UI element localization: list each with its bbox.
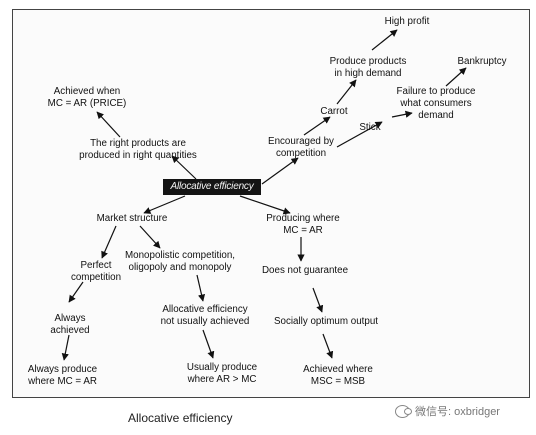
- node-achieved-when: Achieved when MC = AR (PRICE): [47, 86, 127, 109]
- node-always-produce: Always produce where MC = AR: [27, 364, 98, 387]
- arrow-center-to-market: [143, 195, 186, 214]
- node-achieved-where-msc: Achieved where MSC = MSB: [303, 364, 373, 387]
- node-producing-where: Producing where MC = AR: [266, 213, 340, 236]
- node-stick: Stick: [359, 122, 381, 133]
- arrow-encouraged-to-stick: [336, 121, 383, 148]
- arrow-not-usually-to-usually: [202, 329, 215, 359]
- arrow-encouraged-to-carrot: [303, 116, 331, 136]
- arrow-monopolistic-to-not-usually: [196, 274, 206, 302]
- node-always-achieved: Always achieved: [50, 313, 90, 336]
- wechat-icon: [395, 404, 412, 418]
- node-right-products: The right products are produced in right…: [79, 138, 197, 161]
- node-monopolistic: Monopolistic competition, oligopoly and …: [125, 250, 235, 273]
- center-node: Allocative efficiency: [163, 179, 261, 195]
- node-carrot: Carrot: [320, 106, 348, 117]
- node-encouraged: Encouraged by competition: [268, 136, 334, 159]
- arrow-perfect-to-always: [68, 281, 84, 303]
- node-perfect-competition: Perfect competition: [70, 260, 122, 283]
- node-failure-to-produce: Failure to produce what consumers demand: [396, 86, 476, 121]
- arrow-right-products-to-achieved: [96, 111, 121, 138]
- node-socially-optimum: Socially optimum output: [273, 316, 378, 327]
- node-not-usually-achieved: Allocative efficiency not usually achiev…: [160, 304, 250, 327]
- arrow-market-to-monopolistic: [139, 225, 161, 249]
- figure-caption: Allocative efficiency: [128, 411, 233, 425]
- arrow-socially-to-msc: [322, 333, 334, 359]
- arrow-guarantee-to-socially: [312, 287, 324, 313]
- node-bankruptcy: Bankruptcy: [457, 56, 507, 67]
- diagram-frame: [12, 9, 530, 398]
- node-does-not-guarantee: Does not guarantee: [261, 265, 349, 276]
- arrow-stick-to-failure: [391, 110, 413, 118]
- watermark-text: 微信号: oxbridger: [415, 406, 500, 418]
- arrow-always-to-produce: [61, 334, 70, 361]
- node-market-structure: Market structure: [96, 213, 168, 224]
- node-high-profit: High profit: [384, 16, 430, 27]
- arrow-center-to-encouraged: [261, 157, 299, 185]
- node-usually-produce: Usually produce where AR > MC: [186, 362, 258, 385]
- arrow-carrot-to-produce: [336, 79, 357, 105]
- arrow-center-to-producing: [239, 195, 291, 215]
- node-produce-products: Produce products in high demand: [329, 56, 407, 79]
- arrow-failure-to-bankruptcy: [445, 67, 467, 87]
- arrow-center-to-right-products: [171, 155, 197, 180]
- watermark: 微信号: oxbridger: [395, 403, 500, 419]
- arrow-produce-to-high-profit: [371, 29, 398, 51]
- arrow-market-to-perfect: [101, 225, 117, 259]
